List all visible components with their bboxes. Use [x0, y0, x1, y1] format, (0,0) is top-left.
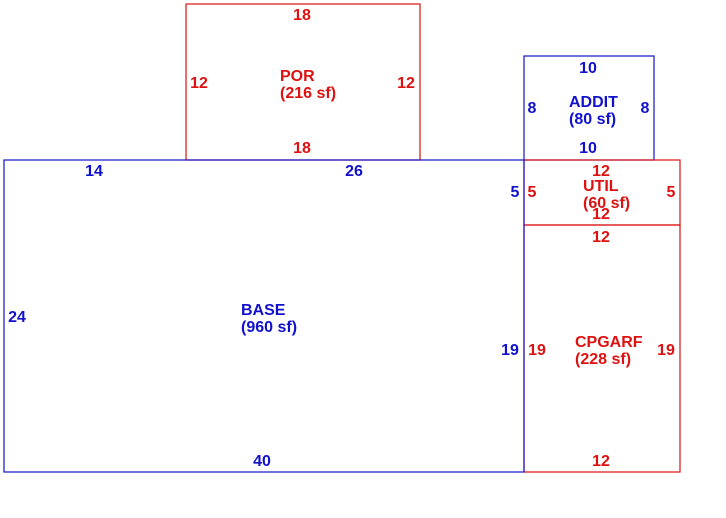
base-dim-top-left: 14 [85, 163, 103, 180]
util-label: UTIL [583, 178, 619, 195]
base-dim-bottom: 40 [253, 453, 271, 470]
cpgarf-dim-right: 19 [657, 342, 675, 359]
addit-dim-left: 8 [528, 100, 537, 117]
base-dim-right-upper: 5 [511, 184, 520, 201]
addit-dim-bottom: 10 [579, 140, 597, 157]
cpgarf-area: (228 sf) [575, 351, 631, 368]
util-dim-left: 5 [528, 184, 537, 201]
base-dim-left: 24 [8, 309, 26, 326]
por-label: POR [280, 68, 315, 85]
util-dim-bottom: 12 [592, 206, 610, 223]
por-area: (216 sf) [280, 85, 336, 102]
base-area: (960 sf) [241, 319, 297, 336]
base-label: BASE [241, 302, 286, 319]
cpgarf-dim-left: 19 [528, 342, 546, 359]
base-outline [3, 159, 525, 473]
por-dim-right: 12 [397, 75, 415, 92]
cpgarf-label: CPGARF [575, 334, 643, 351]
util-area: (60 sf) [583, 195, 630, 212]
addit-label: ADDIT [569, 94, 618, 111]
addit-area: (80 sf) [569, 111, 616, 128]
cpgarf-dim-bottom: 12 [592, 453, 610, 470]
por-dim-left: 12 [190, 75, 208, 92]
por-dim-bottom: 18 [293, 140, 311, 157]
base-dim-right-lower: 19 [501, 342, 519, 359]
util-dim-right: 5 [667, 184, 676, 201]
addit-dim-top: 10 [579, 60, 597, 77]
addit-dim-right: 8 [641, 100, 650, 117]
por-dim-top: 18 [293, 7, 311, 24]
cpgarf-dim-top: 12 [592, 229, 610, 246]
base-dim-top-right: 26 [345, 163, 363, 180]
util-dim-top: 12 [592, 163, 610, 180]
